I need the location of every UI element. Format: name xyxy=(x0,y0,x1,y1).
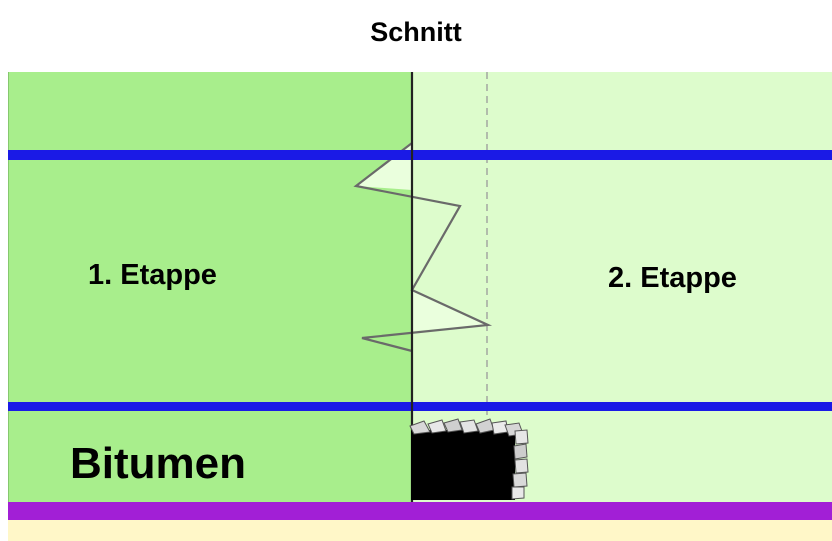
stage-1-label: 1. Etappe xyxy=(88,259,217,291)
bitumen-label: Bitumen xyxy=(70,439,246,488)
gravel-edge xyxy=(409,418,529,500)
joint-wedge-lower xyxy=(412,290,488,331)
lower-blue-band xyxy=(8,402,832,411)
bitumen-block xyxy=(411,430,515,500)
diagram-title: Schnitt xyxy=(370,17,462,47)
purple-band xyxy=(8,502,832,520)
stage-1-region xyxy=(8,72,412,502)
stage-2-label: 2. Etappe xyxy=(608,262,737,294)
yellow-band xyxy=(8,520,832,541)
upper-blue-band xyxy=(8,150,832,160)
